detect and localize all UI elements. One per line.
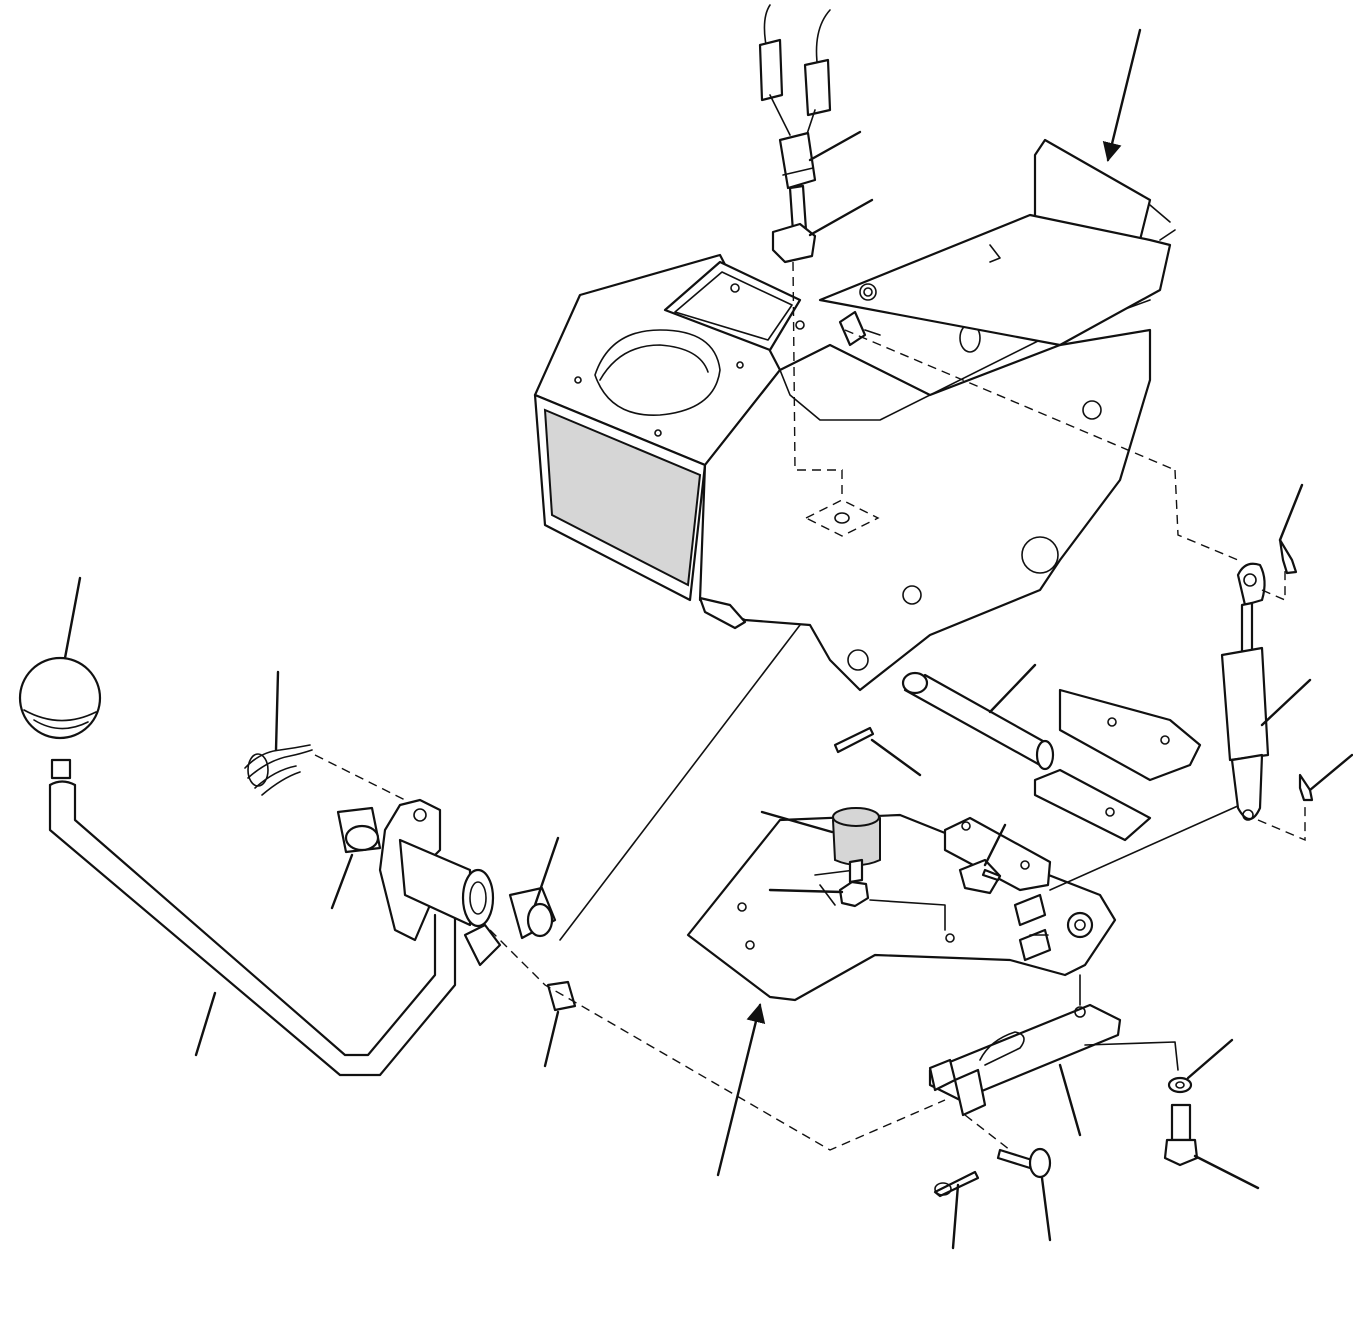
gas-spring xyxy=(844,329,1314,842)
lock-link xyxy=(928,974,1179,1151)
base-plate xyxy=(686,804,1241,1002)
console-housing xyxy=(533,138,1176,692)
spring xyxy=(244,744,406,801)
pivot-pin xyxy=(833,671,1055,771)
neutral-switch-assembly xyxy=(758,4,843,500)
stopper-bolt xyxy=(831,807,881,908)
lever-bracket xyxy=(336,624,946,1151)
mounting-bracket xyxy=(1033,688,1202,842)
bolt-washer xyxy=(1163,1076,1199,1167)
callout-leaders xyxy=(63,28,1353,1250)
clevis-pin xyxy=(933,1147,1052,1198)
